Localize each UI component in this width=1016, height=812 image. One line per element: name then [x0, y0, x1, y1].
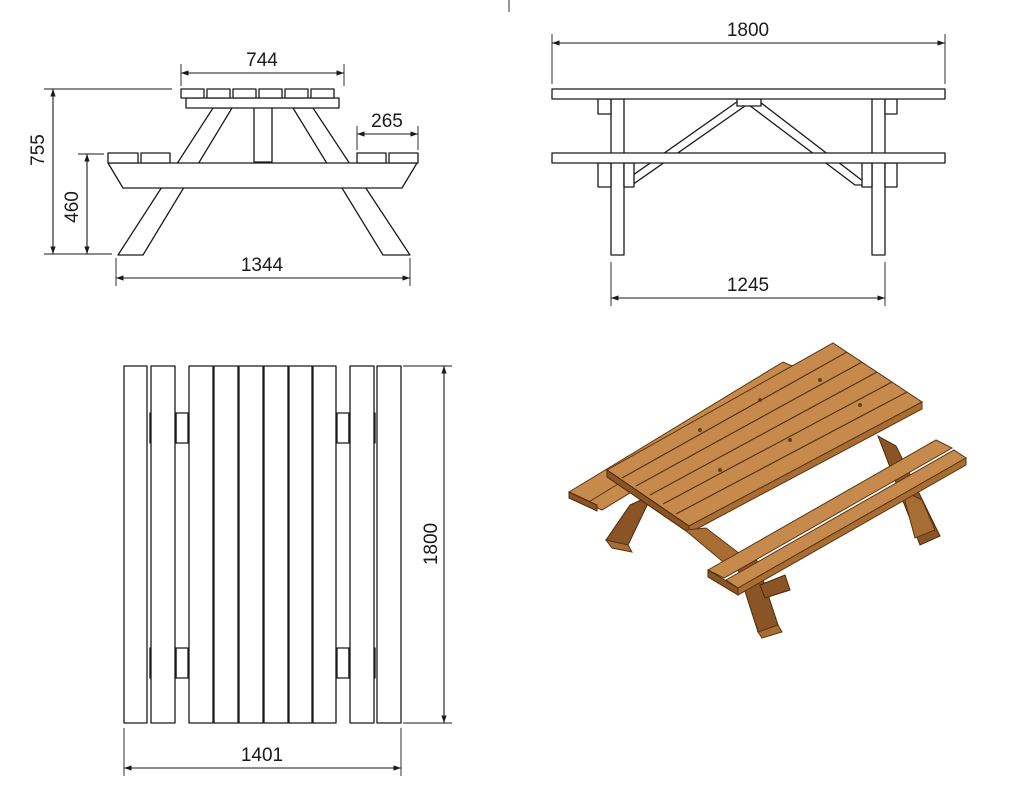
- render-bench-bearer: [759, 574, 791, 599]
- side-cleat: [597, 162, 612, 188]
- side-cleat: [884, 162, 898, 188]
- end-top-board: [284, 88, 309, 99]
- dim-label-plan-width: 1401: [241, 745, 283, 766]
- dim-label-top-length: 1800: [727, 20, 769, 41]
- side-right-leg: [871, 98, 886, 256]
- plan-seat-board: [376, 365, 402, 724]
- side-brace-left: [618, 98, 756, 186]
- side-cleat: [623, 162, 635, 188]
- plan-top-board: [312, 365, 337, 724]
- plan-view: 1800 1401: [123, 365, 452, 776]
- plan-bearer: [175, 412, 189, 444]
- picnic-table-3d-render: [567, 342, 967, 639]
- dim-label-base-width: 1344: [241, 255, 284, 276]
- plan-seat-board: [349, 365, 375, 724]
- end-seat-board: [107, 152, 139, 164]
- plan-top-board: [188, 365, 214, 724]
- render-leg: [901, 489, 936, 539]
- plan-bearer: [175, 647, 189, 679]
- end-top-board: [310, 88, 335, 99]
- plan-seat-board: [150, 365, 176, 724]
- side-cleat: [884, 98, 898, 115]
- plan-top-board: [263, 365, 289, 724]
- side-top-board: [551, 88, 946, 100]
- render-leg-end: [604, 539, 633, 553]
- plan-top-board: [288, 365, 313, 724]
- render-far-bench-edge: [568, 491, 598, 512]
- dim-label-plan-length: 1800: [421, 523, 442, 565]
- end-top-board: [180, 88, 205, 99]
- end-seat-board: [356, 152, 387, 164]
- end-view: 744 755 460 265 1344: [28, 50, 419, 286]
- side-brace-right: [740, 98, 869, 186]
- end-center-support: [253, 105, 273, 163]
- side-cleat: [597, 98, 612, 115]
- side-cleat: [861, 162, 873, 188]
- end-seat-bearer: [107, 162, 418, 189]
- dim-label-seat-width: 265: [371, 111, 403, 132]
- plan-top-board: [213, 365, 239, 724]
- end-top-board: [206, 88, 231, 99]
- end-top-bearer: [185, 97, 340, 109]
- end-seat-board: [140, 152, 171, 164]
- plan-seat-board: [123, 365, 148, 724]
- end-top-board: [232, 88, 257, 99]
- plan-bearer: [336, 412, 350, 444]
- dim-label-leg-spacing: 1245: [727, 275, 769, 296]
- side-left-leg: [610, 98, 625, 256]
- plan-bearer: [336, 647, 350, 679]
- dim-label-total-height: 755: [28, 134, 49, 166]
- end-seat-board: [388, 152, 419, 164]
- plan-top-board: [238, 365, 264, 724]
- side-seat-board: [551, 152, 946, 164]
- side-brace-block: [736, 98, 762, 107]
- render-leg-end: [757, 624, 783, 639]
- render-near-bench-board: [706, 439, 954, 579]
- side-view: 1800 1245: [551, 20, 946, 306]
- dim-label-seat-height: 460: [62, 191, 83, 223]
- end-top-board: [258, 88, 283, 99]
- dim-label-top-width: 744: [246, 50, 278, 71]
- render-near-bench-edge: [737, 457, 967, 596]
